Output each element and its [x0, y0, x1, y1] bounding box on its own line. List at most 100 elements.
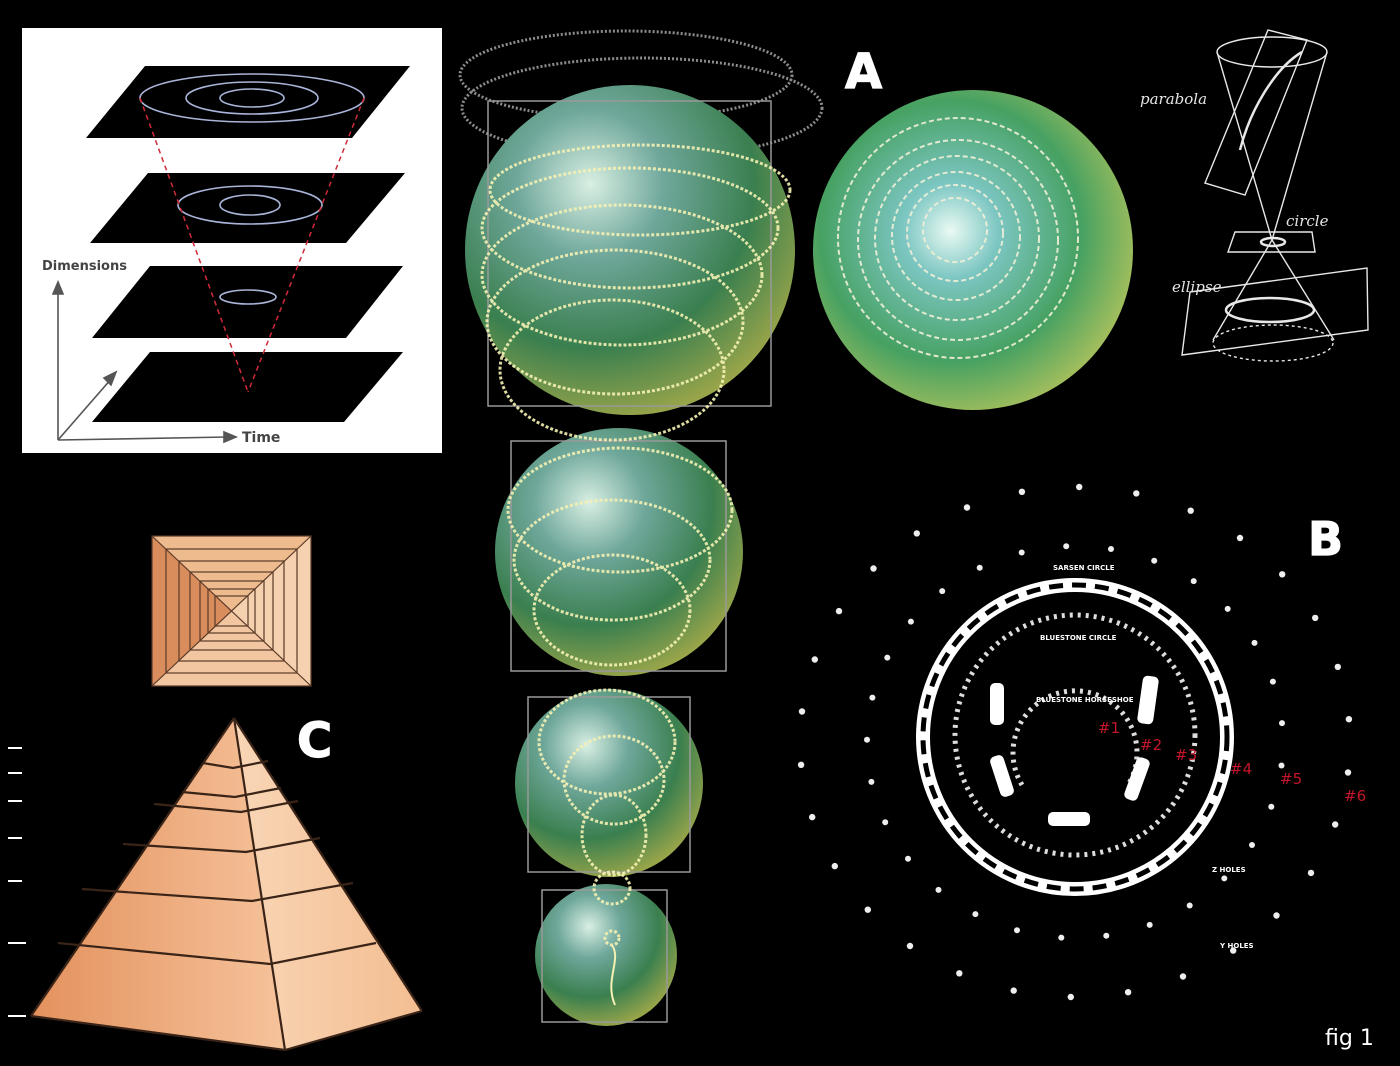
z-hole	[939, 588, 946, 595]
bluestone-circle	[952, 612, 1198, 858]
ellipse-curve	[1224, 296, 1316, 324]
marker-3: #3	[1175, 746, 1197, 764]
marker-4: #4	[1230, 760, 1252, 778]
marker-5: #5	[1280, 770, 1302, 788]
spiral-top	[458, 29, 824, 160]
pyramid-panel	[8, 535, 423, 1052]
z-hole	[1063, 543, 1070, 550]
dimensions-time-inset: Dimensions Time	[22, 28, 442, 453]
label-y-holes: Y HOLES	[1219, 942, 1254, 950]
plane-2	[90, 173, 405, 243]
sarsen-stones	[920, 582, 1230, 892]
y-hole	[809, 813, 816, 821]
cone-top-rim	[1216, 36, 1328, 68]
y-hole	[797, 761, 805, 768]
z-hole	[869, 694, 876, 701]
ellipse-plane	[1181, 267, 1369, 356]
label-parabola: parabola	[1140, 90, 1207, 108]
z-hole	[1190, 578, 1197, 585]
y-hole	[1332, 821, 1339, 828]
conic-sections	[1181, 29, 1369, 362]
y-hole	[1067, 993, 1075, 1001]
y-hole	[1345, 716, 1353, 723]
trilithons	[990, 675, 1159, 826]
y-hole	[1307, 869, 1315, 877]
y-hole	[906, 942, 914, 950]
parabola-curve	[1238, 50, 1303, 151]
sphere-2	[495, 428, 743, 676]
sphere-4	[535, 884, 677, 1026]
figure-caption: fig 1	[1325, 1026, 1374, 1051]
z-hole	[1279, 720, 1285, 727]
y-hole	[1344, 769, 1352, 776]
cone-edge-right-upper	[1271, 51, 1328, 241]
plane-3	[92, 266, 403, 338]
y-hole	[835, 607, 843, 615]
pyramid-tiers	[30, 717, 423, 1052]
z-hole	[1151, 557, 1158, 564]
y-hole	[1018, 488, 1026, 495]
circle-curve	[1259, 236, 1287, 248]
sphere-a	[813, 90, 1133, 410]
sphere-3	[515, 689, 703, 877]
y-hole	[1273, 912, 1280, 919]
y-hole	[1187, 507, 1194, 514]
marker-1: #1	[1098, 719, 1120, 737]
z-hole	[1014, 927, 1020, 934]
z-hole	[935, 886, 942, 893]
y-hole	[831, 862, 838, 870]
trilithon	[990, 683, 1004, 725]
trilithon	[1048, 812, 1090, 826]
y-hole	[811, 656, 818, 663]
circle-plane	[1227, 231, 1316, 253]
z-hole	[1221, 875, 1228, 882]
z-hole	[1269, 678, 1276, 685]
z-hole	[868, 778, 875, 785]
z-hole	[1268, 803, 1275, 810]
y-hole	[1230, 947, 1237, 954]
y-hole	[1124, 989, 1132, 996]
z-hole	[1103, 932, 1110, 939]
cone-base	[1212, 324, 1334, 362]
z-hole	[1018, 549, 1025, 556]
trilithon	[990, 755, 1014, 797]
panel-label-c: C	[297, 713, 332, 769]
z-hole	[976, 564, 983, 571]
trilithon	[1124, 757, 1150, 801]
y-hole	[1334, 663, 1342, 671]
y-hole	[1076, 483, 1083, 491]
stonehenge-plan: SARSEN CIRCLE BLUESTONE CIRCLE BLUESTONE…	[797, 483, 1366, 1001]
marker-6: #6	[1344, 787, 1366, 805]
z-hole	[1108, 546, 1114, 552]
y-hole	[798, 708, 806, 715]
y-hole	[1010, 987, 1017, 994]
sphere-a-body	[813, 90, 1133, 410]
pyramid-top-view	[151, 535, 312, 687]
marker-2: #2	[1140, 736, 1162, 754]
z-hole	[972, 911, 979, 918]
cone-edge-left-lower	[1212, 239, 1273, 341]
pyramid-side-view	[8, 717, 423, 1052]
y-axis-label: Dimensions	[42, 259, 127, 274]
sphere-a-rings	[837, 117, 1079, 359]
spiral-tail	[610, 944, 617, 1006]
z-hole	[905, 855, 911, 862]
z-hole	[1249, 842, 1255, 848]
pyramid-top-steps	[151, 535, 312, 687]
z-hole	[1278, 762, 1285, 769]
parabola-plane	[1204, 29, 1308, 196]
y-hole	[1236, 534, 1244, 542]
label-sarsen-circle: SARSEN CIRCLE	[1053, 564, 1115, 572]
z-hole	[907, 618, 914, 625]
y-hole	[913, 530, 920, 537]
cone-edge-right-lower	[1271, 239, 1335, 341]
cone-outline	[139, 97, 365, 393]
trilithon	[1137, 675, 1159, 725]
panel-label-a: A	[845, 44, 882, 100]
z-hole	[1186, 902, 1193, 909]
z-hole	[884, 654, 891, 661]
y-holes-ring	[797, 483, 1353, 1001]
y-hole	[864, 906, 871, 913]
z-hole	[1251, 639, 1258, 646]
